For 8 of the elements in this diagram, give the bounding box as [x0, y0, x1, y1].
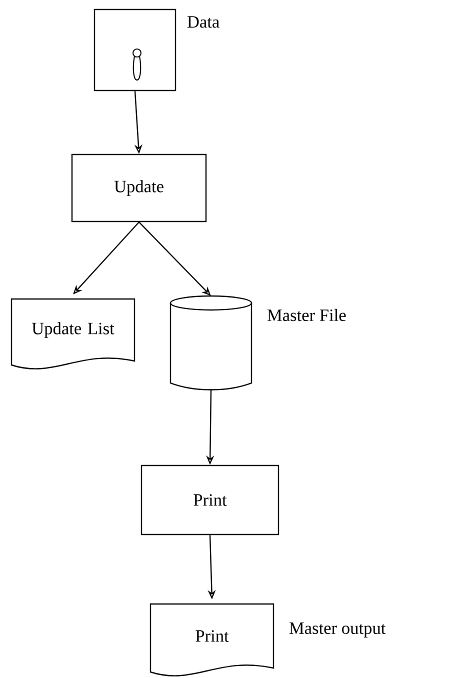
node-caption: Data [187, 16, 220, 28]
database-cylinder [170, 295, 252, 390]
process-box: Print [140, 464, 280, 536]
node-caption: Master output [289, 622, 386, 638]
arrow [138, 222, 211, 296]
node-caption: Master File [267, 308, 346, 322]
process-box: Update [71, 154, 207, 222]
input-box [94, 8, 176, 92]
